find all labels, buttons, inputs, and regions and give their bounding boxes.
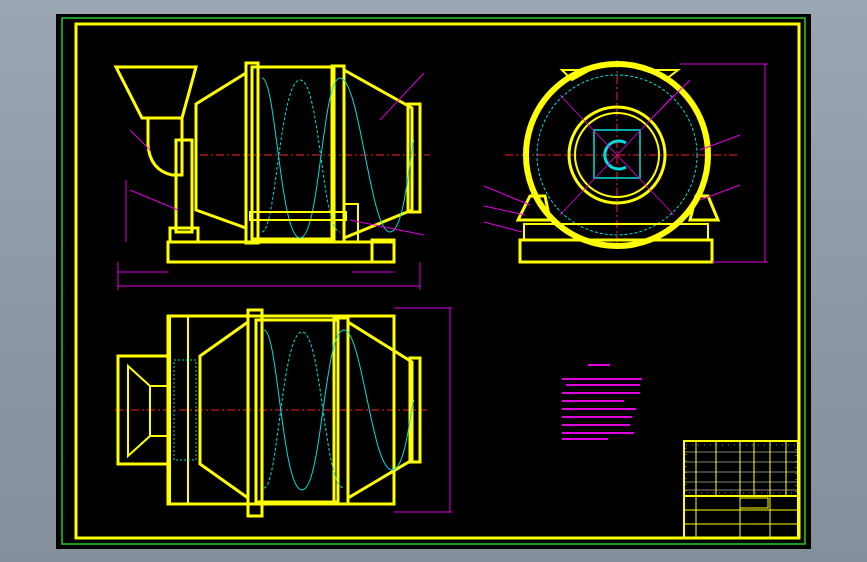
top-view — [115, 307, 452, 518]
top-drum-body — [254, 318, 340, 504]
notes-line-4 — [562, 400, 624, 402]
side-view — [483, 60, 768, 264]
front-support-column — [174, 138, 194, 234]
top-frame-outer — [166, 314, 396, 506]
front-leader-1 — [379, 72, 425, 121]
notes-title-line — [588, 364, 610, 366]
top-spiral-blade-2 — [263, 331, 345, 489]
front-bearing-block — [343, 203, 359, 243]
front-base-rail — [249, 211, 347, 221]
front-leader-4 — [349, 219, 425, 236]
top-drum-right-cone — [346, 319, 414, 501]
side-roller-right — [688, 194, 721, 222]
front-hopper-chute — [146, 118, 184, 177]
title-block — [683, 440, 799, 539]
side-leader-4 — [483, 185, 531, 206]
notes-line-7 — [562, 424, 630, 426]
side-leader-5 — [483, 205, 526, 216]
top-drum-ring-left — [246, 308, 264, 518]
front-spiral-blade — [261, 77, 415, 239]
front-leader-2 — [129, 129, 151, 151]
sheet-outer-border — [61, 17, 806, 545]
notes-line-5 — [562, 408, 636, 410]
side-inner-ring — [567, 105, 667, 205]
notes-line-6 — [562, 416, 632, 418]
front-drum-right-cone — [342, 67, 414, 241]
side-inner-ring-2 — [574, 112, 660, 198]
side-drum-hidden — [536, 74, 698, 236]
side-leader-3 — [699, 184, 741, 201]
title-block-frame — [683, 440, 799, 539]
side-chute-curve — [603, 139, 627, 171]
front-view — [113, 61, 430, 290]
notes-line-1 — [562, 378, 642, 380]
side-leader-6 — [483, 221, 523, 233]
top-frame-left-post — [169, 315, 189, 505]
front-leader-3 — [129, 189, 179, 211]
top-drum-outlet — [408, 356, 422, 464]
front-drive-box — [370, 238, 396, 264]
top-hidden-column — [173, 359, 197, 461]
technical-notes — [562, 364, 642, 440]
front-drum-body — [250, 65, 336, 241]
side-roller-left — [515, 194, 552, 222]
side-outer-ring — [523, 61, 711, 249]
sheet-inner-border — [74, 22, 801, 540]
side-hopper-square — [593, 129, 641, 179]
top-spiral-blade — [263, 329, 415, 491]
side-base-top — [523, 223, 709, 241]
parts-list-rows — [685, 444, 797, 494]
side-leader-2 — [699, 134, 741, 151]
front-drum-outlet — [406, 102, 422, 214]
drawing-name-field — [739, 497, 769, 509]
side-top-lug-left — [559, 69, 594, 82]
notes-line-3 — [562, 392, 640, 394]
notes-line-2 — [566, 384, 640, 386]
front-spiral-blade-2 — [261, 79, 341, 233]
notes-line-9 — [562, 438, 608, 440]
notes-line-8 — [562, 432, 634, 434]
side-leader-1 — [649, 79, 691, 121]
